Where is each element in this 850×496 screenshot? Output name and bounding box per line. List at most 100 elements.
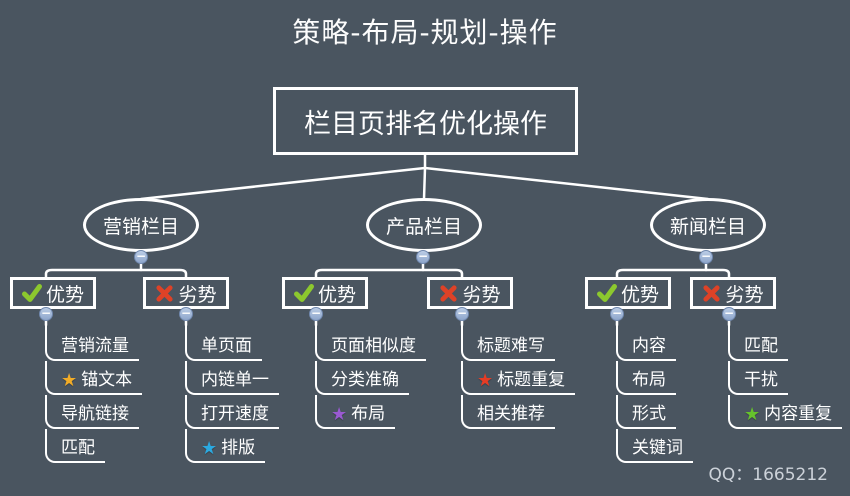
collapse-button[interactable]: − [416, 250, 430, 264]
cross-icon [440, 284, 458, 302]
leaf-label: 内容重复 [764, 404, 833, 424]
products-cons-box[interactable]: 劣势 [427, 277, 513, 309]
minus-icon: − [40, 306, 52, 320]
leaf-item[interactable]: 匹配 [45, 429, 105, 463]
check-icon [293, 284, 314, 302]
marketing-pros-box[interactable]: 优势 [10, 277, 96, 309]
star-icon: ★ [331, 404, 348, 425]
leaf-item[interactable]: 分类准确 [315, 361, 409, 395]
cons-label: 劣势 [178, 283, 217, 306]
minus-icon: − [417, 249, 429, 263]
cross-icon [156, 284, 174, 302]
root-topic-box[interactable]: 栏目页排名优化操作 [273, 87, 578, 155]
leaf-label: 布局 [351, 404, 386, 424]
leaf-item[interactable]: 导航链接 [45, 395, 139, 429]
minus-icon: − [135, 249, 147, 263]
leaf-label: 标题难写 [477, 336, 545, 356]
news-cons-leaves: 匹配 干扰 ★内容重复 [728, 321, 843, 429]
leaf-label: 锚文本 [81, 370, 133, 390]
leaf-item[interactable]: ★标题重复 [461, 361, 576, 395]
leaf-item[interactable]: 关键词 [616, 429, 693, 463]
collapse-button[interactable]: − [179, 307, 193, 321]
collapse-button[interactable]: − [309, 307, 323, 321]
leaf-item[interactable]: ★锚文本 [45, 361, 143, 395]
collapse-button[interactable]: − [699, 250, 713, 264]
leaf-label: 形式 [632, 404, 666, 424]
star-icon: ★ [61, 370, 78, 391]
leaf-label: 关键词 [632, 438, 683, 458]
leaf-item[interactable]: 单页面 [185, 321, 262, 361]
products-cons-leaves: 标题难写 ★标题重复 相关推荐 [461, 321, 576, 429]
leaf-label: 营销流量 [61, 336, 129, 356]
minus-icon: − [456, 306, 468, 320]
branch-marketing-ellipse[interactable]: 营销栏目 [83, 198, 199, 252]
cons-label: 劣势 [725, 283, 764, 306]
branch-label: 产品栏目 [385, 215, 462, 238]
marketing-cons-box[interactable]: 劣势 [143, 277, 229, 309]
leaf-item[interactable]: 相关推荐 [461, 395, 555, 429]
leaf-label: 匹配 [744, 336, 778, 356]
pros-label: 优势 [317, 283, 356, 306]
branch-label: 营销栏目 [102, 215, 179, 238]
leaf-item[interactable]: 干扰 [728, 361, 788, 395]
leaf-item[interactable]: 打开速度 [185, 395, 279, 429]
branch-products-ellipse[interactable]: 产品栏目 [366, 198, 482, 252]
leaf-label: 相关推荐 [477, 404, 545, 424]
leaf-label: 内链单一 [201, 370, 269, 390]
marketing-pros-leaves: 营销流量 ★锚文本 导航链接 匹配 [45, 321, 143, 463]
cons-label: 劣势 [462, 283, 501, 306]
check-icon [596, 284, 617, 302]
leaf-item[interactable]: 形式 [616, 395, 676, 429]
leaf-label: 干扰 [744, 370, 778, 390]
leaf-label: 页面相似度 [331, 336, 416, 356]
news-pros-box[interactable]: 优势 [585, 277, 671, 309]
star-icon: ★ [201, 438, 218, 459]
leaf-label: 单页面 [201, 336, 252, 356]
news-cons-box[interactable]: 劣势 [690, 277, 776, 309]
root-topic-label: 栏目页排名优化操作 [304, 108, 547, 140]
star-icon: ★ [744, 404, 761, 425]
leaf-item[interactable]: ★布局 [315, 395, 396, 429]
pros-label: 优势 [45, 283, 84, 306]
leaf-item[interactable]: 营销流量 [45, 321, 139, 361]
leaf-item[interactable]: 内容 [616, 321, 676, 361]
minus-icon: − [180, 306, 192, 320]
star-icon: ★ [477, 370, 494, 391]
diagram-title: 策略-布局-规划-操作 [292, 16, 558, 49]
collapse-button[interactable]: − [134, 250, 148, 264]
leaf-label: 分类准确 [331, 370, 399, 390]
collapse-button[interactable]: − [722, 307, 736, 321]
minus-icon: − [700, 249, 712, 263]
collapse-button[interactable]: − [39, 307, 53, 321]
news-pros-leaves: 内容 布局 形式 关键词 [616, 321, 693, 463]
leaf-item[interactable]: 页面相似度 [315, 321, 426, 361]
check-icon [21, 284, 42, 302]
leaf-item[interactable]: 匹配 [728, 321, 788, 361]
leaf-item[interactable]: 内链单一 [185, 361, 279, 395]
leaf-item[interactable]: ★排版 [185, 429, 266, 463]
qq-watermark: QQ：1665212 [708, 465, 828, 485]
pros-label: 优势 [620, 283, 659, 306]
branch-label: 新闻栏目 [669, 215, 746, 238]
leaf-label: 导航链接 [61, 404, 129, 424]
branch-news-ellipse[interactable]: 新闻栏目 [650, 198, 766, 252]
minus-icon: − [723, 306, 735, 320]
collapse-button[interactable]: − [455, 307, 469, 321]
cross-icon [703, 284, 721, 302]
leaf-label: 内容 [632, 336, 666, 356]
leaf-label: 标题重复 [497, 370, 566, 390]
leaf-label: 打开速度 [201, 404, 269, 424]
leaf-item[interactable]: 布局 [616, 361, 676, 395]
leaf-label: 排版 [221, 438, 256, 458]
minus-icon: − [611, 306, 623, 320]
products-pros-leaves: 页面相似度 分类准确 ★布局 [315, 321, 426, 429]
leaf-label: 布局 [632, 370, 666, 390]
collapse-button[interactable]: − [610, 307, 624, 321]
products-pros-box[interactable]: 优势 [282, 277, 368, 309]
leaf-label: 匹配 [61, 438, 95, 458]
leaf-item[interactable]: ★内容重复 [728, 395, 843, 429]
leaf-item[interactable]: 标题难写 [461, 321, 555, 361]
marketing-cons-leaves: 单页面 内链单一 打开速度 ★排版 [185, 321, 279, 463]
minus-icon: − [310, 306, 322, 320]
